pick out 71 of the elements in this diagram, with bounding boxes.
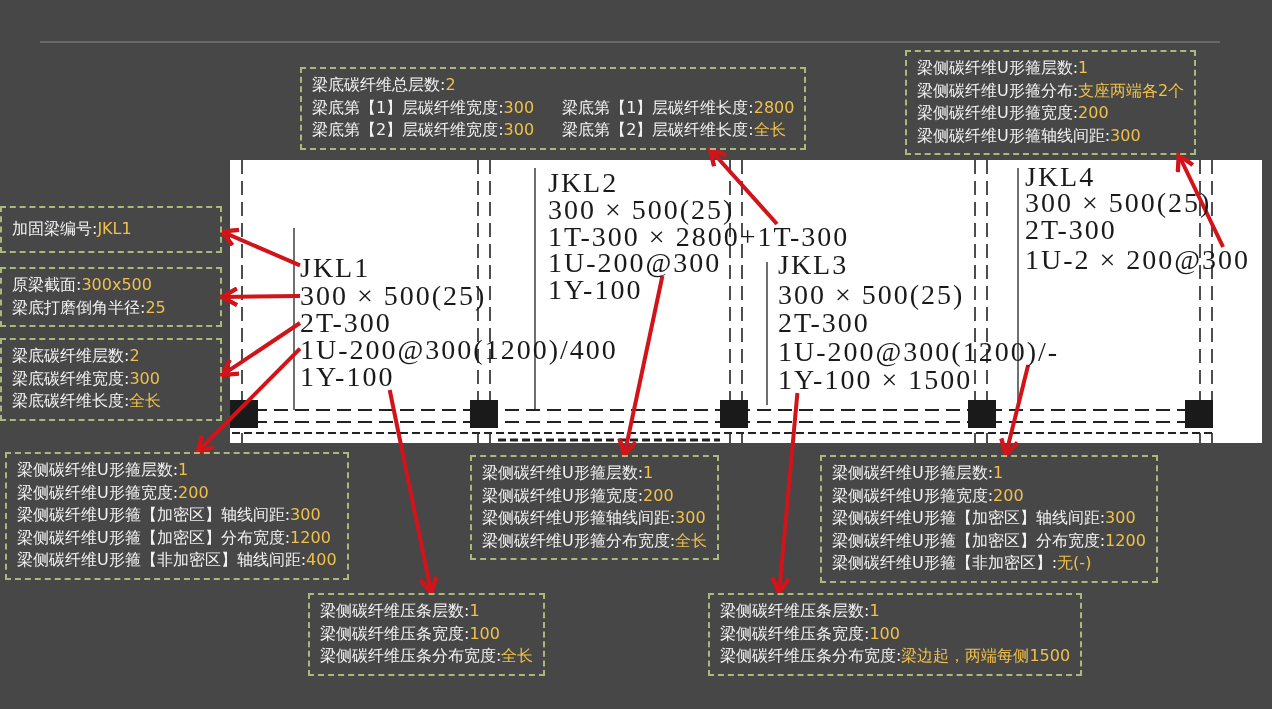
annotation-text: 梁侧碳纤维U形箍宽度:200 xyxy=(482,484,674,507)
annotation-box xyxy=(0,267,222,327)
annotation-text: 梁底第【1】层碳纤维宽度:300 xyxy=(312,96,535,119)
annotation-text: 梁侧碳纤维压条分布宽度:全长 xyxy=(320,645,534,667)
annotation-text: 梁侧碳纤维压条层数:1 xyxy=(720,600,880,622)
leader-arrow xyxy=(219,286,301,308)
annotation-text: 梁侧碳纤维U形箍层数:1 xyxy=(17,459,189,481)
leader-arrow xyxy=(617,275,665,458)
beam-notation: 300 × 500(25) xyxy=(300,283,487,309)
annotation-text: 梁底第【1】层碳纤维长度:2800 xyxy=(562,96,795,119)
annotation-text: 梁侧碳纤维U形箍轴线间距:300 xyxy=(482,507,706,529)
annotation-box xyxy=(470,455,720,560)
annotation-box xyxy=(308,593,546,676)
beam-notation: 1Y-100 × 1500 xyxy=(778,367,973,393)
beam-notation: JKL1 xyxy=(300,255,371,281)
beam-notation: 300 × 500(25) xyxy=(778,282,965,308)
leader-arrow xyxy=(387,389,439,596)
annotation-box xyxy=(0,206,222,253)
annotation-text: 梁侧碳纤维U形箍【加密区】轴线间距:300 xyxy=(832,507,1136,529)
beam-notation: JKL3 xyxy=(778,252,849,278)
annotation-text: 梁侧碳纤维U形箍【加密区】分布宽度:1200 xyxy=(17,526,331,549)
annotation-text: 梁底第【2】层碳纤维宽度:300 xyxy=(312,119,535,141)
beam-notation: 1T-300 × 2800+1T-300 xyxy=(548,224,850,250)
leader-arrow xyxy=(1175,152,1225,248)
annotation-text: 梁侧碳纤维U形箍轴线间距:300 xyxy=(917,124,1141,147)
beam-notation: 1Y-100 xyxy=(300,364,395,390)
beam-notation: 300 × 500(25) xyxy=(548,197,735,223)
annotation-text: 梁侧碳纤维U形箍层数:1 xyxy=(482,462,654,484)
leader-arrow xyxy=(999,364,1031,458)
leader-arrow xyxy=(195,347,302,455)
annotation-text: 加固梁编号:JKL1 xyxy=(12,218,132,240)
annotation-text: 梁侧碳纤维压条宽度:100 xyxy=(320,622,500,645)
annotation-text: 梁侧碳纤维U形箍【非加密区】轴线间距:400 xyxy=(17,549,337,571)
beam-notation: 1Y-100 xyxy=(548,277,643,303)
annotation-text: 梁侧碳纤维压条宽度:100 xyxy=(720,622,900,645)
annotation-text: 梁侧碳纤维U形箍层数:1 xyxy=(832,462,1004,484)
annotation-text: 梁侧碳纤维压条层数:1 xyxy=(320,600,480,622)
annotation-box xyxy=(0,338,222,421)
annotation-text: 梁侧碳纤维U形箍宽度:200 xyxy=(917,102,1109,124)
annotation-text: 梁侧碳纤维U形箍【加密区】轴线间距:300 xyxy=(17,504,321,526)
annotation-text: 梁底打磨倒角半径:25 xyxy=(12,296,166,319)
leader-arrow xyxy=(708,147,779,226)
leader-arrow xyxy=(219,227,301,268)
annotation-text: 梁底第【2】层碳纤维长度:全长 xyxy=(562,119,786,141)
annotation-text: 梁底碳纤维总层数:2 xyxy=(312,74,456,96)
annotation-box xyxy=(300,67,807,150)
beam-notation: 2T-300 xyxy=(1025,217,1117,243)
leader-arrow xyxy=(219,321,302,378)
annotation-text: 梁底碳纤维宽度:300 xyxy=(12,367,160,390)
annotation-text: 梁侧碳纤维U形箍【加密区】分布宽度:1200 xyxy=(832,529,1146,552)
annotation-box xyxy=(5,452,349,580)
beam-notation: 1U-200@300 xyxy=(548,250,722,276)
annotation-text: 原梁截面:300x500 xyxy=(12,274,152,296)
annotation-box xyxy=(708,593,1083,676)
annotation-text: 梁侧碳纤维U形箍【非加密区】:无(-) xyxy=(832,552,1092,574)
annotation-text: 梁侧碳纤维U形箍宽度:200 xyxy=(832,484,1024,507)
beam-notation: 1U-2 × 200@300 xyxy=(1025,247,1251,273)
beam-notation: 2T-300 xyxy=(778,310,870,336)
annotation-text: 梁侧碳纤维U形箍分布:支座两端各2个 xyxy=(917,79,1185,102)
annotation-text: 梁侧碳纤维U形箍层数:1 xyxy=(917,57,1089,79)
beam-notation: JKL4 xyxy=(1025,164,1096,190)
leader-arrow xyxy=(770,392,800,596)
beam-notation: 2T-300 xyxy=(300,310,392,336)
annotation-text: 梁侧碳纤维U形箍宽度:200 xyxy=(17,481,209,504)
annotation-box xyxy=(820,455,1158,583)
annotation-text: 梁底碳纤维层数:2 xyxy=(12,345,140,367)
annotation-text: 梁底碳纤维长度:全长 xyxy=(12,390,162,412)
annotation-text: 梁侧碳纤维U形箍分布宽度:全长 xyxy=(482,529,708,552)
annotation-text: 梁侧碳纤维压条分布宽度:梁边起，两端每侧1500 xyxy=(720,645,1071,667)
annotation-box xyxy=(905,50,1197,155)
beam-notation: JKL2 xyxy=(548,170,619,196)
